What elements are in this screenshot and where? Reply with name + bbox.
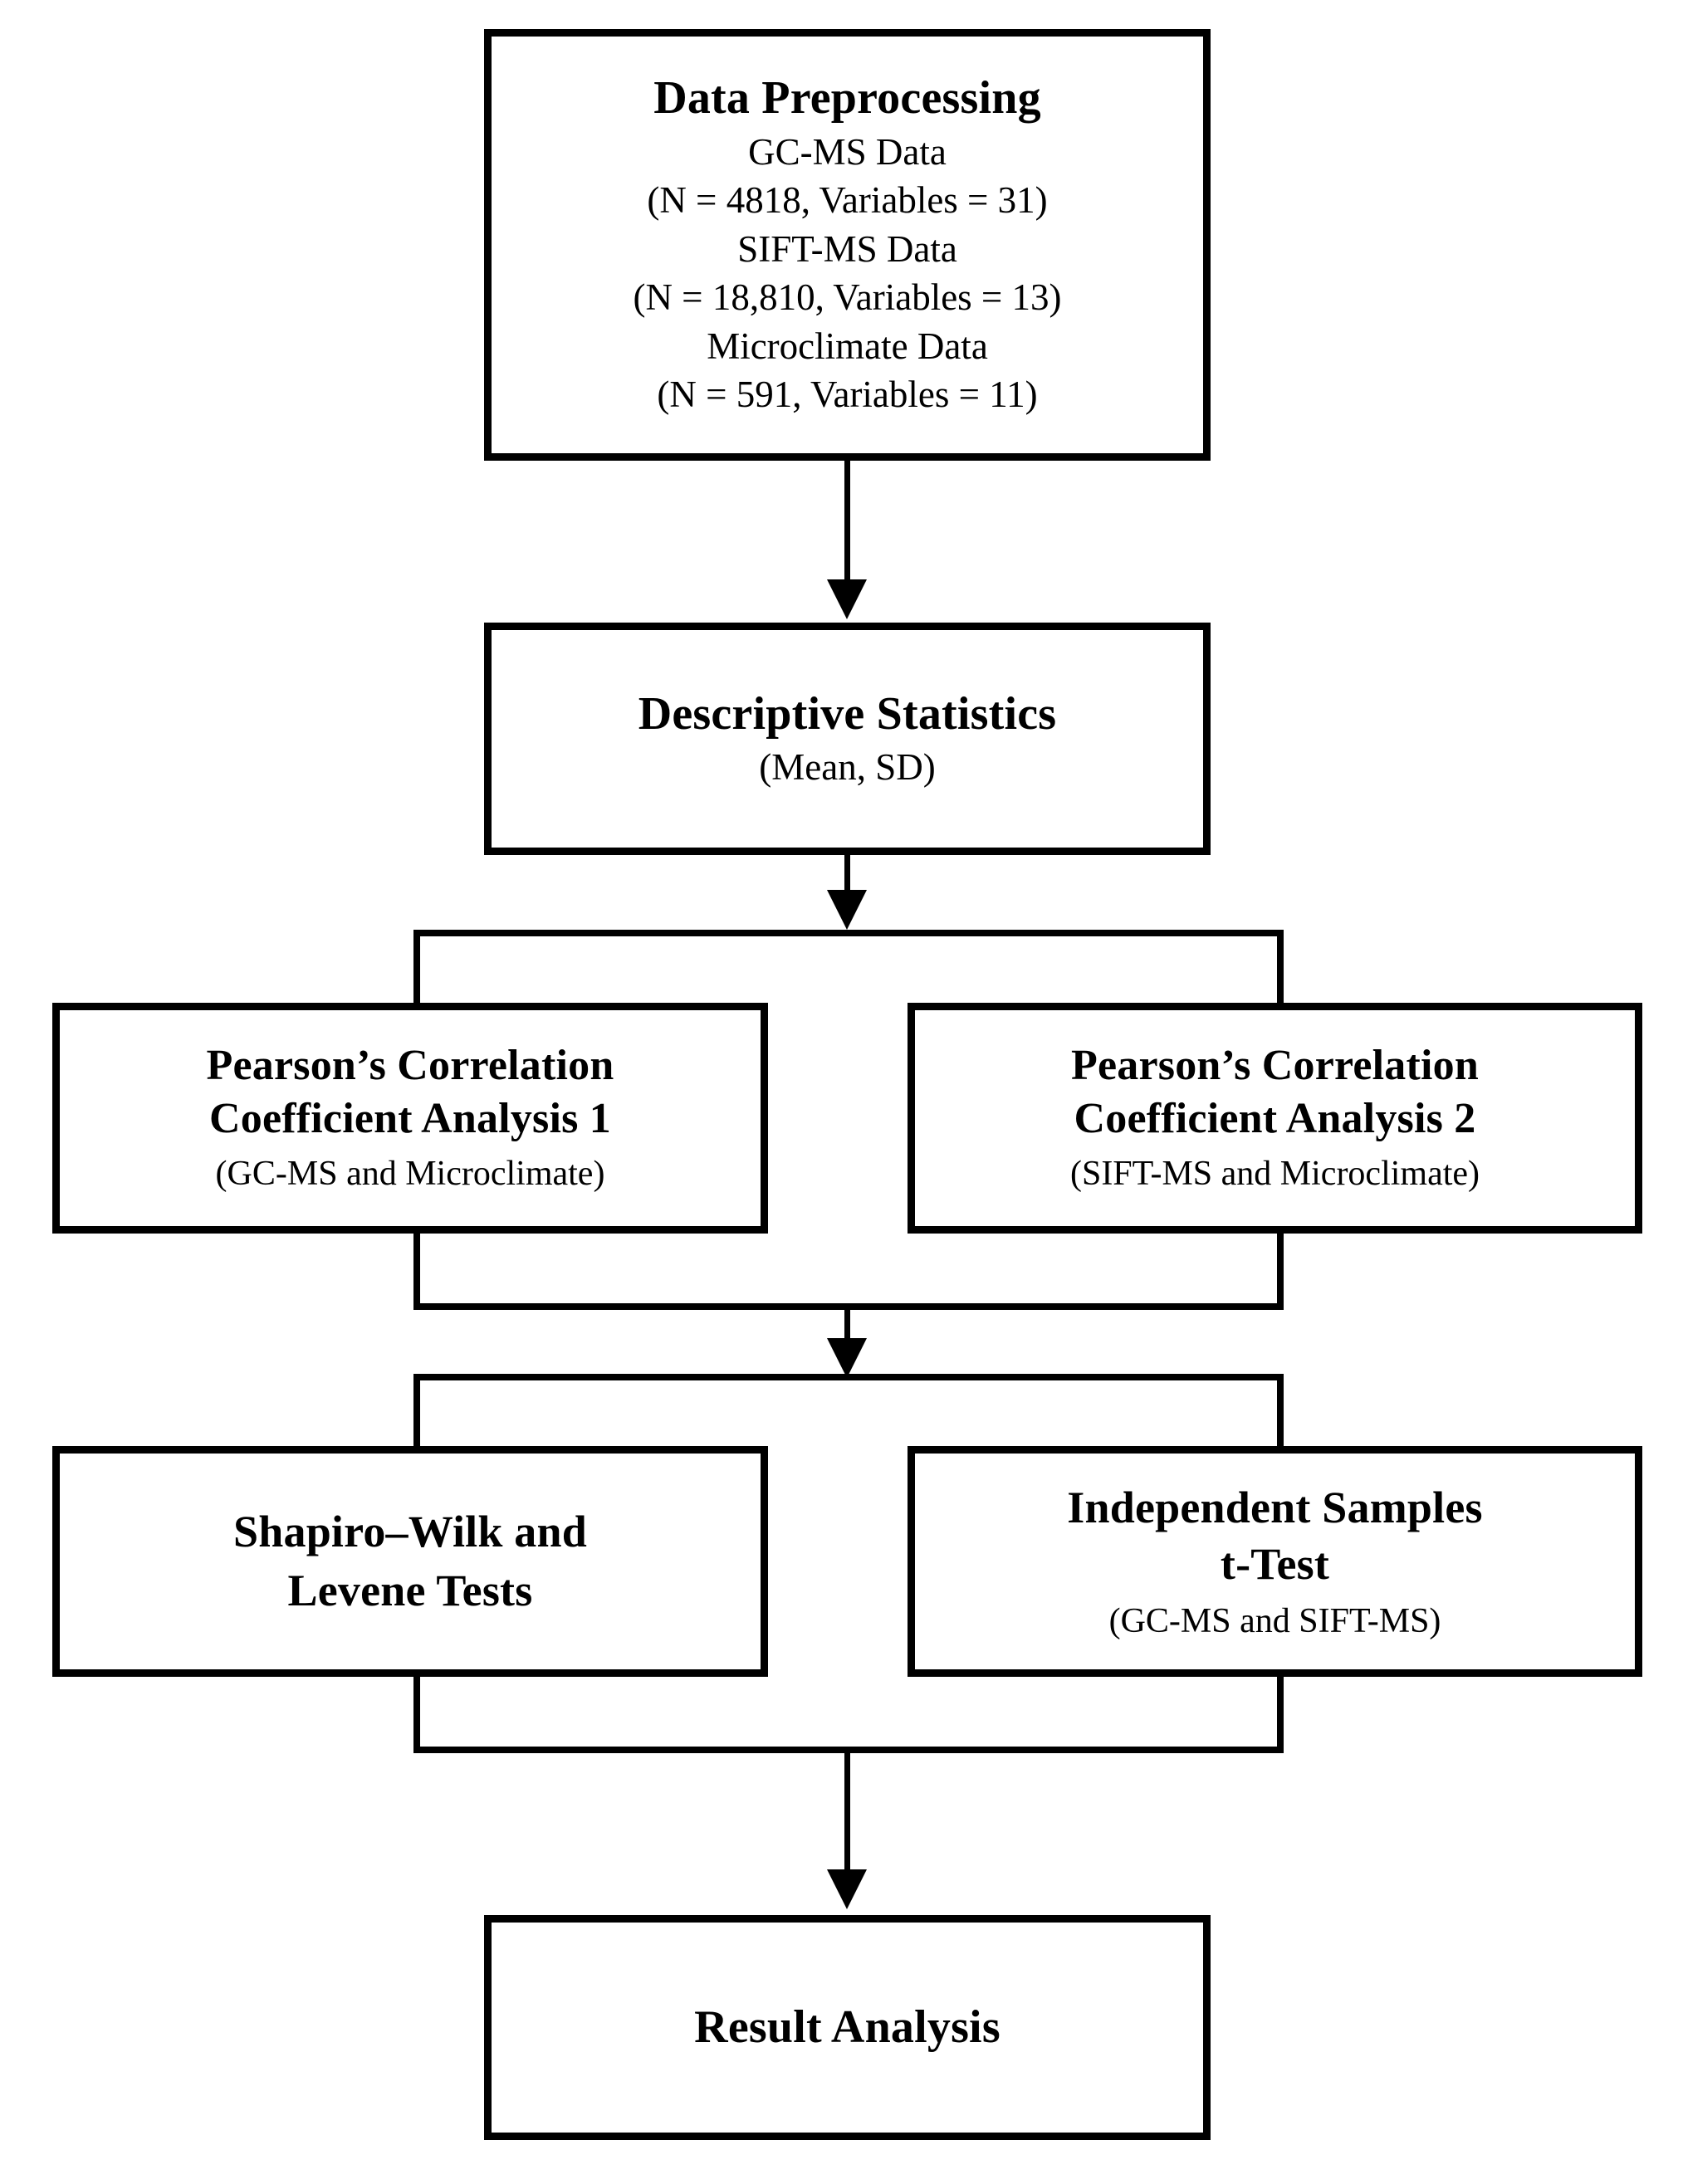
node-title-descriptive-statistics: Descriptive Statistics (638, 687, 1057, 740)
node-title-data-preprocessing: Data Preprocessing (653, 72, 1041, 125)
arrowhead-descriptive-to-split-1 (827, 890, 867, 930)
node-pearson-correlation-analysis-2[interactable]: Pearson’s Correlation Coefficient Analys… (908, 1003, 1642, 1234)
node-subtext-independent-samples-t-test: (GC-MS and SIFT-MS) (1108, 1601, 1441, 1640)
node-subtext-descriptive-statistics: (Mean, SD) (759, 745, 936, 788)
split-bar-horizontal-1 (413, 930, 1284, 936)
split-connector-to-pearson-boxes (413, 930, 1284, 1004)
merge-leg-left-2 (413, 1677, 420, 1753)
arrowhead-merge-to-result-analysis (827, 1869, 867, 1909)
node-title-result-analysis: Result Analysis (694, 2001, 1001, 2054)
node-title-shapiro-wilk-levene-tests: Shapiro–Wilk and Levene Tests (233, 1506, 587, 1615)
split-leg-left-1 (413, 930, 420, 1004)
node-subtext-pearson-correlation-analysis-2: (SIFT-MS and Microclimate) (1069, 1155, 1480, 1194)
node-subtext-data-preprocessing: GC-MS Data (N = 4818, Variables = 31) SI… (633, 130, 1062, 416)
connector-preprocessing-to-descriptive (844, 461, 850, 581)
node-subtext-pearson-correlation-analysis-1: (GC-MS and Microclimate) (215, 1155, 605, 1194)
node-data-preprocessing[interactable]: Data Preprocessing GC-MS Data (N = 4818,… (484, 29, 1211, 461)
merge-leg-left-1 (413, 1234, 420, 1310)
split-leg-right-1 (1277, 930, 1284, 1004)
node-independent-samples-t-test[interactable]: Independent Samples t-Test (GC-MS and SI… (908, 1446, 1642, 1677)
connector-descriptive-to-split-1 (844, 855, 850, 897)
split-connector-to-test-boxes (413, 1374, 1284, 1449)
node-title-pearson-correlation-analysis-2: Pearson’s Correlation Coefficient Analys… (1071, 1042, 1479, 1142)
node-result-analysis[interactable]: Result Analysis (484, 1915, 1211, 2140)
merge-connector-from-pearson-boxes (413, 1234, 1284, 1310)
split-leg-left-2 (413, 1374, 420, 1449)
merge-connector-from-test-boxes (413, 1677, 1284, 1753)
merge-leg-right-1 (1277, 1234, 1284, 1310)
node-shapiro-wilk-levene-tests[interactable]: Shapiro–Wilk and Levene Tests (52, 1446, 768, 1677)
connector-merge-to-result-analysis (844, 1747, 850, 1875)
split-leg-right-2 (1277, 1374, 1284, 1449)
node-pearson-correlation-analysis-1[interactable]: Pearson’s Correlation Coefficient Analys… (52, 1003, 768, 1234)
connector-pearson-merge-to-split-2 (844, 1303, 850, 1345)
arrowhead-pearson-merge-to-split-2 (827, 1338, 867, 1378)
arrowhead-preprocessing-to-descriptive (827, 579, 867, 619)
merge-leg-right-2 (1277, 1677, 1284, 1753)
node-descriptive-statistics[interactable]: Descriptive Statistics (Mean, SD) (484, 623, 1211, 855)
node-title-pearson-correlation-analysis-1: Pearson’s Correlation Coefficient Analys… (206, 1042, 614, 1142)
node-title-independent-samples-t-test: Independent Samples t-Test (1067, 1482, 1483, 1589)
